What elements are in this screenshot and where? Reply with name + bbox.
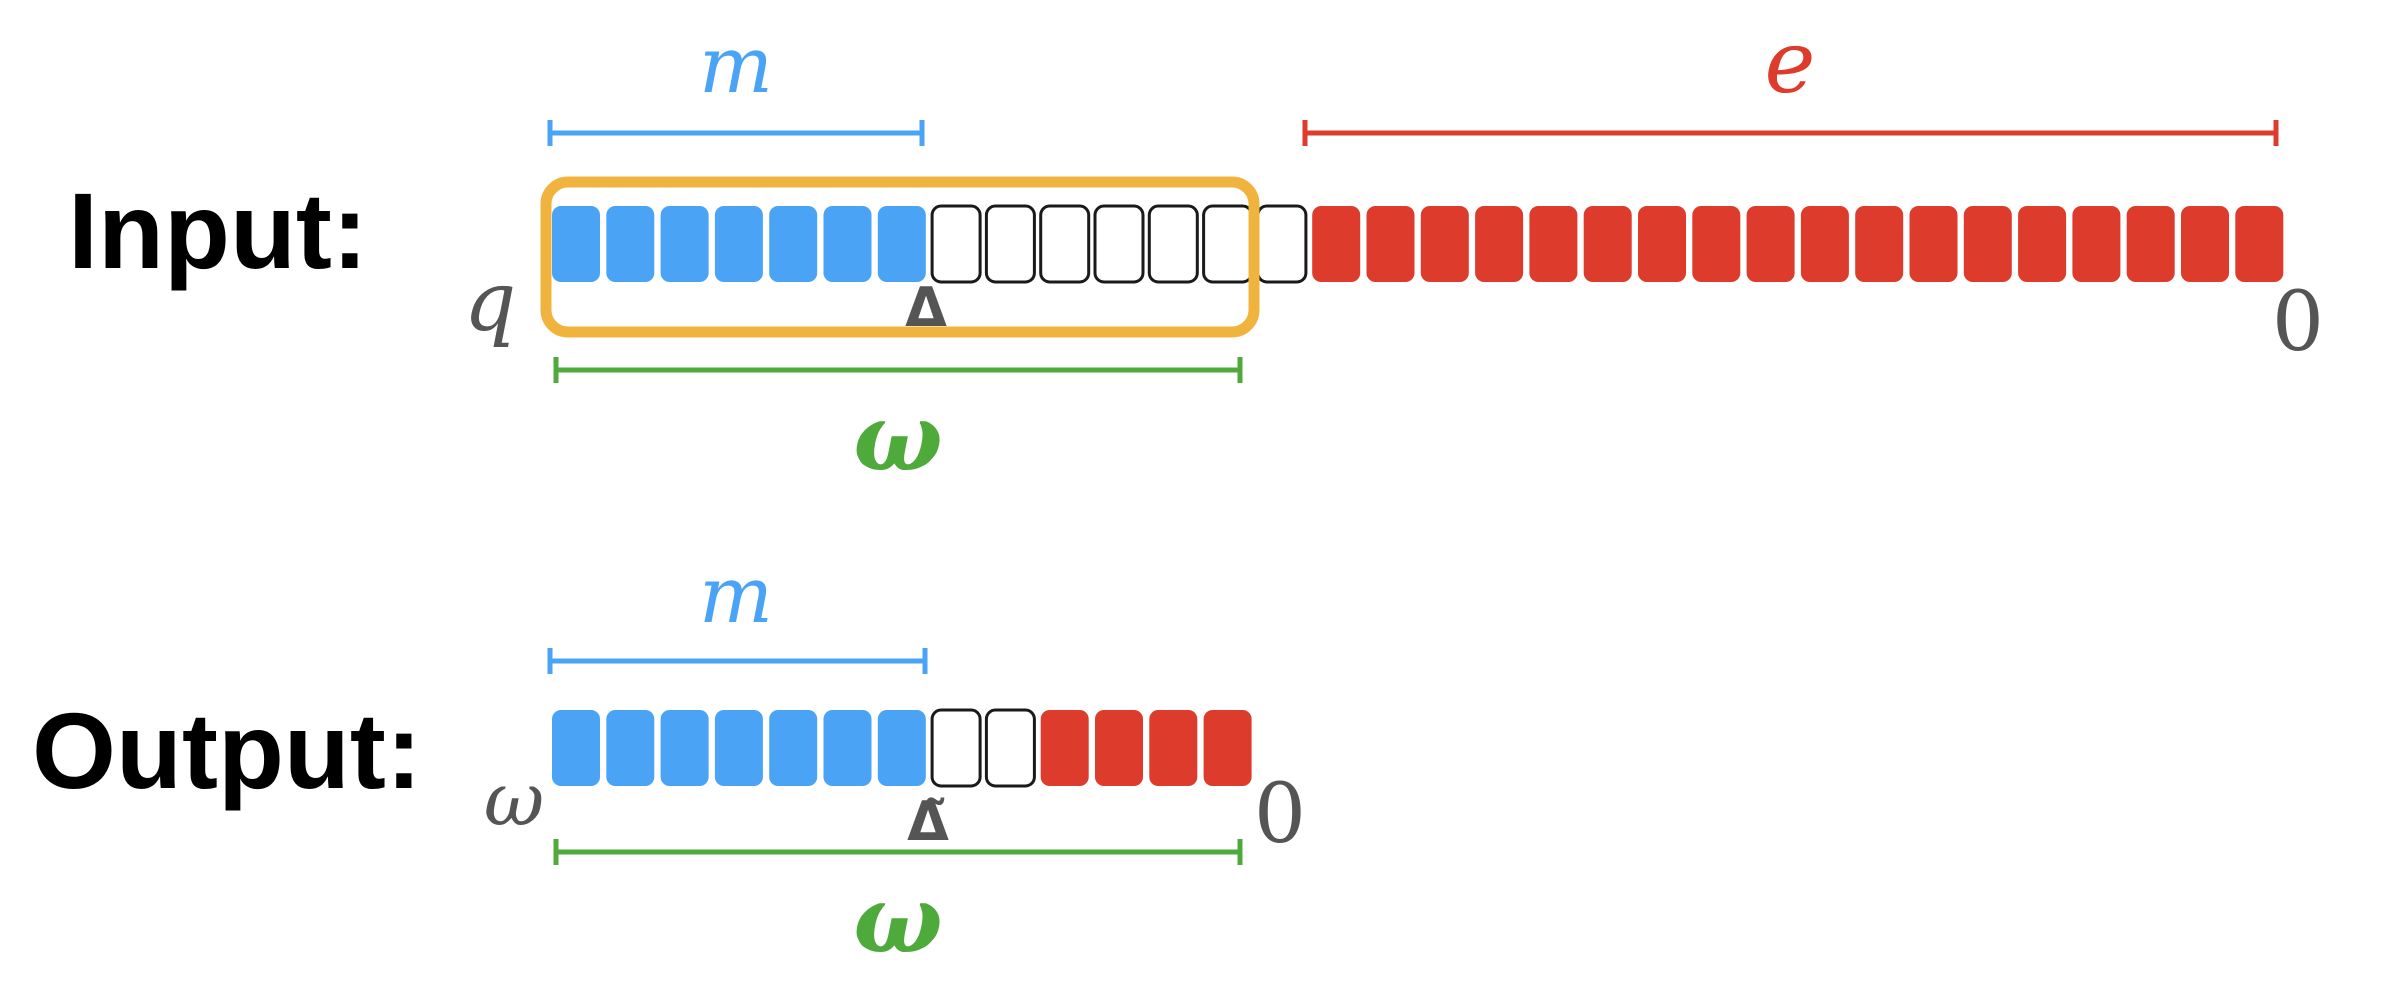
input-bit-cell-red bbox=[1692, 206, 1741, 282]
output-bit-cell-red bbox=[1095, 710, 1143, 786]
input-bit-cell-empty bbox=[1147, 204, 1199, 284]
input-bit-cell-red bbox=[1312, 206, 1361, 282]
input-m-bracket bbox=[547, 120, 925, 146]
output-cells bbox=[552, 708, 1252, 788]
output-bit-cell-blue bbox=[552, 710, 600, 786]
input-delta-label: Δ bbox=[905, 276, 947, 339]
input-bit-cell-red bbox=[1638, 206, 1686, 282]
output-m-label: m bbox=[699, 551, 773, 641]
input-bit-cell-red bbox=[2018, 206, 2067, 282]
output-bit-cell-red bbox=[1149, 710, 1198, 786]
input-bit-cell-red bbox=[2072, 206, 2121, 282]
output-left-label: ω bbox=[484, 757, 544, 843]
input-w-bracket bbox=[553, 357, 1243, 383]
input-bit-cell-red bbox=[1529, 206, 1578, 282]
input-bit-cell-empty bbox=[984, 204, 1036, 284]
output-row: Output: m ω 0 Δ̃ ω bbox=[32, 551, 1306, 975]
output-bit-cell-blue bbox=[823, 710, 872, 786]
input-bit-cell-empty bbox=[1039, 204, 1091, 284]
output-bit-cell-blue bbox=[877, 710, 926, 786]
input-bit-cell-red bbox=[1963, 206, 2012, 282]
input-bit-cell-red bbox=[2126, 206, 2175, 282]
output-bit-cell-blue bbox=[714, 710, 763, 786]
output-bit-cell-red bbox=[1203, 710, 1252, 786]
input-bit-cell-blue bbox=[823, 206, 872, 282]
input-bit-cell-blue bbox=[660, 206, 709, 282]
input-bit-cell-blue bbox=[769, 206, 818, 282]
output-row-label: Output: bbox=[32, 690, 422, 811]
input-m-label: m bbox=[699, 21, 773, 111]
input-e-label: e bbox=[1765, 13, 1816, 113]
input-bit-cell-blue bbox=[606, 206, 655, 282]
output-bit-cell-blue bbox=[660, 710, 709, 786]
input-bit-cell-red bbox=[1800, 206, 1849, 282]
input-right-label: 0 bbox=[2272, 275, 2324, 370]
input-row-label: Input: bbox=[68, 170, 368, 291]
input-window-highlight bbox=[540, 176, 1260, 338]
input-bit-cell-empty bbox=[1202, 204, 1254, 284]
input-w-label: ω bbox=[853, 383, 943, 493]
input-bit-cell-red bbox=[1746, 206, 1795, 282]
input-bit-cell-empty bbox=[1256, 204, 1308, 284]
input-bit-cell-red bbox=[1420, 206, 1469, 282]
input-bit-cell-red bbox=[1475, 206, 1524, 282]
input-bit-cell-red bbox=[2235, 206, 2284, 282]
input-bit-cell-red bbox=[1583, 206, 1632, 282]
input-bit-cell-blue bbox=[552, 206, 600, 282]
output-bit-cell-blue bbox=[769, 710, 818, 786]
input-bit-cell-blue bbox=[714, 206, 763, 282]
output-bit-cell-blue bbox=[606, 710, 655, 786]
output-right-label: 0 bbox=[1254, 767, 1306, 862]
input-row: Input: m e q 0 Δ ω bbox=[68, 13, 2324, 493]
input-bit-cell-blue bbox=[877, 206, 926, 282]
input-left-label: q bbox=[464, 255, 517, 350]
output-m-bracket bbox=[547, 648, 928, 674]
input-bit-cell-red bbox=[2181, 206, 2229, 282]
output-w-label: ω bbox=[853, 865, 943, 975]
input-bit-cell-empty bbox=[930, 204, 982, 284]
input-bit-cell-red bbox=[1909, 206, 1958, 282]
input-e-bracket bbox=[1302, 120, 2279, 146]
input-bit-cell-red bbox=[1855, 206, 1904, 282]
input-bit-cell-red bbox=[1366, 206, 1415, 282]
output-w-bracket bbox=[553, 839, 1243, 865]
output-delta-label: Δ̃ bbox=[907, 790, 949, 853]
input-cells bbox=[552, 204, 2284, 284]
output-bit-cell-empty bbox=[930, 708, 982, 788]
output-bit-cell-empty bbox=[984, 708, 1036, 788]
input-bit-cell-empty bbox=[1093, 204, 1145, 284]
output-bit-cell-red bbox=[1040, 710, 1089, 786]
